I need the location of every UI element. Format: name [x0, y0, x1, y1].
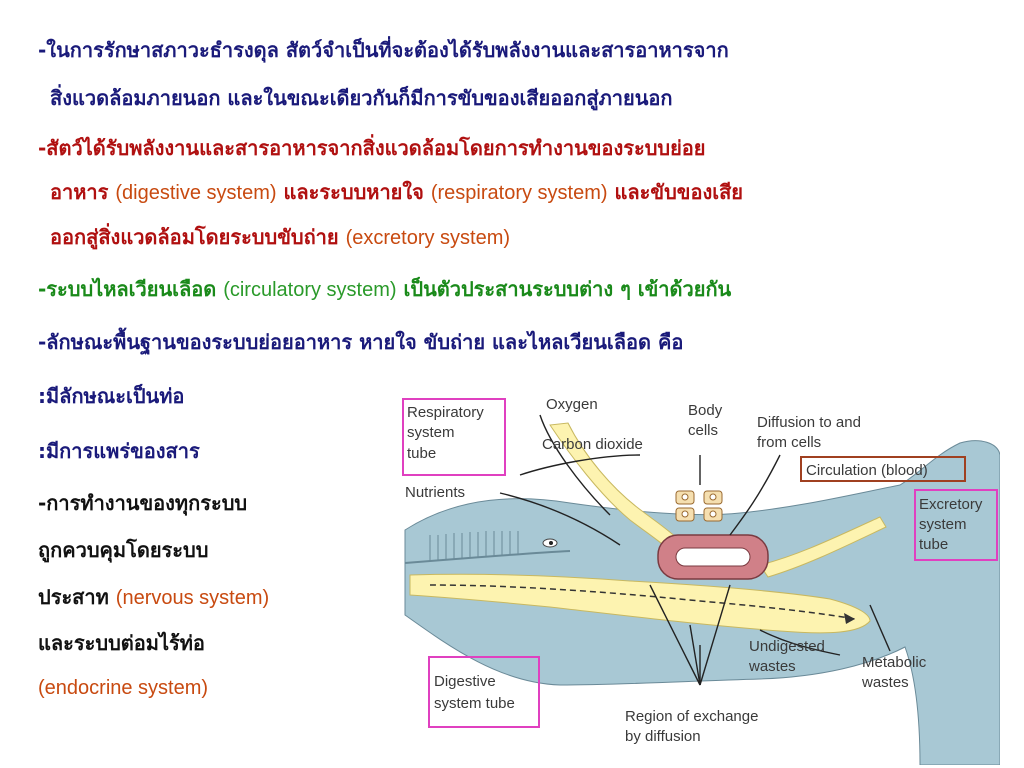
- paragraph-line-5: ออกสู่สิ่งแวดล้อมโดยระบบขับถ่าย (excreto…: [50, 227, 510, 248]
- label-excretory-3: tube: [919, 536, 948, 553]
- label-excretory-1: Excretory: [919, 496, 983, 513]
- body-cells: [675, 490, 723, 522]
- bullet-diffusion: :มีการแพร่ของสาร: [38, 439, 200, 463]
- box-excretory: [914, 489, 998, 561]
- label-excretory-2: system: [919, 516, 967, 533]
- bullet-tube: :มีลักษณะเป็นท่อ: [38, 384, 185, 408]
- term-respiratory-system: (respiratory system): [430, 182, 608, 204]
- label-carbon-dioxide: Carbon dioxide: [542, 436, 643, 453]
- paragraph-line-6: -ระบบไหลเวียนเลือด (circulatory system) …: [38, 279, 731, 300]
- label-body-2: cells: [688, 422, 718, 439]
- thai-digestive: อาหาร: [50, 180, 109, 204]
- label-digestive-1: Digestive: [434, 673, 496, 690]
- paragraph-line-4: อาหาร (digestive system) และระบบหายใจ (r…: [50, 182, 743, 203]
- diagram-arrows: [499, 414, 891, 686]
- label-respiratory-1: Respiratory: [407, 404, 484, 421]
- thai-coordinate: เป็นตัวประสานระบบต่าง ๆ เข้าด้วยกัน: [403, 277, 732, 301]
- paragraph-line-2: สิ่งแวดล้อมภายนอก และในขณะเดียวกันก็มีกา…: [50, 86, 673, 110]
- box-digestive: [428, 656, 540, 728]
- paragraph-line-3: -สัตว์ได้รับพลังงานและสารอาหารจากสิ่งแวด…: [38, 136, 706, 160]
- label-undigested-1: Undigested: [749, 638, 825, 655]
- paragraph-line-1: -ในการรักษาสภาวะธำรงดุล สัตว์จำเป็นที่จะ…: [38, 38, 729, 62]
- term-nervous-system: (nervous system): [115, 587, 270, 609]
- whale-diagram: Respiratory system tube Oxygen Carbon di…: [402, 396, 1000, 765]
- digestive-tube: [409, 573, 871, 634]
- thai-circulatory: -ระบบไหลเวียนเลือด: [38, 277, 217, 301]
- label-digestive-2: system tube: [434, 695, 515, 712]
- term-digestive-system: (digestive system): [115, 182, 277, 204]
- label-nutrients: Nutrients: [405, 484, 465, 501]
- label-diffusion-2: from cells: [757, 434, 821, 451]
- label-respiratory-3: tube: [407, 445, 436, 462]
- label-oxygen: Oxygen: [546, 396, 598, 413]
- label-respiratory-2: system: [407, 424, 455, 441]
- label-undigested-2: wastes: [748, 658, 796, 675]
- term-endocrine-system: (endocrine system): [38, 677, 209, 699]
- thai-respiratory: และระบบหายใจ: [283, 180, 424, 204]
- whale-mouth: [404, 550, 571, 564]
- paragraph-line-10: -การทำงานของทุกระบบ: [38, 491, 248, 515]
- label-region-2: by diffusion: [625, 728, 701, 745]
- term-excretory-system: (excretory system): [345, 227, 511, 249]
- label-circulation: Circulation (blood): [806, 462, 928, 479]
- box-circulation: [800, 456, 966, 482]
- thai-nervous: ประสาท: [38, 585, 109, 609]
- digestive-flow-line: [429, 584, 856, 620]
- label-metabolic-1: Metabolic: [862, 654, 927, 671]
- whale-baleen: [429, 531, 519, 561]
- label-region-1: Region of exchange: [625, 708, 758, 725]
- paragraph-line-12: ประสาท (nervous system): [38, 587, 269, 608]
- box-respiratory: [402, 398, 506, 476]
- label-body-1: Body: [688, 402, 723, 419]
- thai-excrete: และขับของเสีย: [614, 180, 743, 204]
- term-circulatory-system: (circulatory system): [223, 279, 397, 301]
- label-metabolic-2: wastes: [861, 674, 909, 691]
- thai-excretory: ออกสู่สิ่งแวดล้อมโดยระบบขับถ่าย: [50, 225, 339, 249]
- paragraph-line-7: -ลักษณะพื้นฐานของระบบย่อยอาหาร หายใจ ขับ…: [38, 330, 684, 354]
- paragraph-line-13: และระบบต่อมไร้ท่อ: [38, 631, 205, 655]
- excretory-tube: [759, 516, 887, 578]
- paragraph-line-11: ถูกควบคุมโดยระบบ: [38, 538, 209, 562]
- label-diffusion-1: Diffusion to and: [757, 414, 861, 431]
